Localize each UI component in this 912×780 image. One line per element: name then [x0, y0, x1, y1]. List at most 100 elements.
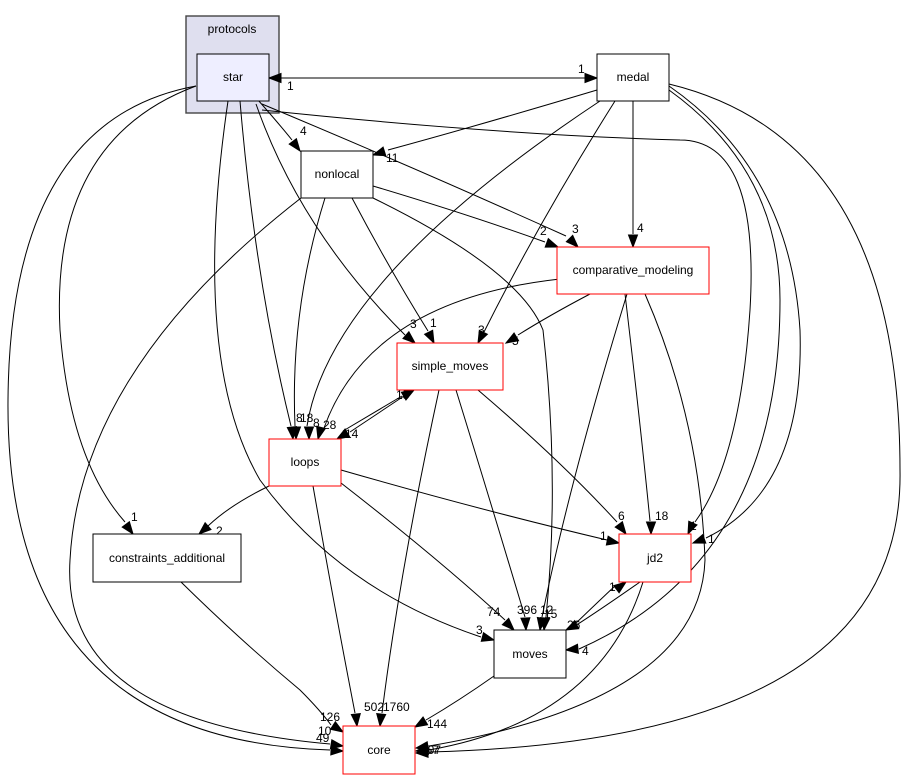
node-label: star: [223, 70, 243, 84]
edge-medal-to-simple-moves[interactable]: 3: [477, 100, 616, 345]
cluster-label: protocols: [208, 22, 257, 36]
node-label: nonlocal: [315, 167, 360, 181]
edge-label[interactable]: 144: [427, 717, 447, 731]
edge-label[interactable]: 5: [512, 334, 519, 348]
node-simple-moves[interactable]: simple_moves: [396, 342, 504, 391]
edge-medal-to-jd2[interactable]: 1: [668, 85, 801, 546]
node-label: constraints_additional: [109, 551, 225, 565]
edge-label[interactable]: 1: [430, 316, 437, 330]
edge-simple-moves-to-loops[interactable]: 14: [335, 391, 411, 441]
edge-label[interactable]: 1: [600, 529, 607, 543]
edge-constraints-additional-to-core[interactable]: 126: [180, 581, 345, 733]
arrowhead-icon: [612, 581, 628, 594]
edge-label[interactable]: 396: [517, 603, 537, 617]
node-medal[interactable]: medal: [596, 53, 670, 102]
edge-label[interactable]: 4: [637, 221, 644, 235]
edge-star-to-core[interactable]: 49: [7, 85, 345, 756]
edge-label[interactable]: 18: [655, 509, 669, 523]
edge-label[interactable]: 11: [386, 151, 399, 165]
edge-label[interactable]: 1: [690, 519, 697, 533]
edge-label[interactable]: 1: [131, 510, 138, 524]
edge-star-to-loops[interactable]: 8: [239, 100, 303, 441]
node-star[interactable]: star: [196, 53, 270, 102]
edge-nonlocal-to-simple-moves[interactable]: 1: [351, 197, 437, 345]
edge-label[interactable]: 126: [320, 710, 340, 724]
edge-label[interactable]: 1: [708, 532, 715, 546]
edge-label[interactable]: 74: [487, 605, 501, 619]
edge-label[interactable]: 2: [540, 224, 547, 238]
node-nonlocal[interactable]: nonlocal: [300, 150, 374, 199]
edge-label[interactable]: 1: [287, 79, 294, 93]
edge-label[interactable]: 1760: [383, 700, 410, 714]
edge-line: [306, 100, 601, 427]
edge-loops-to-core[interactable]: 502: [312, 485, 384, 728]
edge-nonlocal-to-comparative-modeling[interactable]: 2: [372, 185, 560, 248]
edge-label[interactable]: 18: [300, 411, 314, 425]
edge-label[interactable]: 3: [478, 323, 485, 337]
edge-label[interactable]: 4: [300, 124, 307, 138]
edge-loops-to-moves[interactable]: 74: [340, 482, 516, 632]
edge-medal-to-star[interactable]: 1: [267, 72, 294, 94]
node-label: loops: [291, 455, 320, 469]
edge-label[interactable]: 3: [476, 623, 483, 637]
node-comparative-modeling[interactable]: comparative_modeling: [556, 246, 710, 295]
edge-label[interactable]: 4: [582, 644, 589, 658]
edge-label[interactable]: 15: [396, 388, 410, 402]
edge-nonlocal-to-loops[interactable]: 18: [290, 197, 326, 441]
edge-label[interactable]: 14: [345, 427, 359, 441]
edge-label[interactable]: 502: [364, 700, 384, 714]
edge-star-to-nonlocal[interactable]: 4: [257, 99, 307, 153]
edge-star-to-simple-moves[interactable]: 3: [255, 103, 417, 344]
arrowhead-icon: [520, 617, 531, 632]
node-label: jd2: [646, 551, 663, 565]
arrowhead-icon: [413, 716, 429, 728]
edge-medal-to-moves[interactable]: 4: [564, 89, 781, 658]
arrowhead-icon: [402, 330, 417, 344]
edge-comparative-modeling-to-loops[interactable]: 28: [316, 278, 561, 441]
edge-label[interactable]: 257: [419, 743, 439, 757]
edge-label[interactable]: 15: [544, 607, 558, 621]
edge-loops-to-constraints-additional[interactable]: 2: [197, 485, 270, 538]
edge-label[interactable]: 8: [313, 416, 320, 430]
node-moves[interactable]: moves: [493, 629, 567, 679]
edge-label[interactable]: 1: [609, 580, 616, 594]
edge-simple-moves-to-core[interactable]: 1760: [376, 389, 440, 728]
edge-star-to-medal[interactable]: 1: [268, 62, 599, 84]
edge-label[interactable]: 28: [323, 418, 337, 432]
edge-loops-to-jd2[interactable]: 1: [340, 469, 621, 546]
edge-comparative-modeling-to-jd2[interactable]: 18: [624, 293, 669, 536]
edge-jd2-to-moves[interactable]: 26: [564, 581, 641, 632]
edge-label[interactable]: 3: [410, 317, 417, 331]
edge-loops-to-simple-moves[interactable]: 15: [342, 388, 416, 432]
edge-simple-moves-to-moves[interactable]: 396: [455, 389, 537, 632]
edge-line: [261, 109, 752, 523]
node-loops[interactable]: loops: [268, 438, 342, 487]
edge-label[interactable]: 26: [567, 618, 581, 632]
edge-medal-to-comparative-modeling[interactable]: 4: [627, 101, 645, 249]
edge-label[interactable]: 49: [316, 731, 330, 745]
edge-medal-to-nonlocal[interactable]: 11: [371, 89, 598, 165]
edge-star-to-constraints-additional[interactable]: 1: [58, 85, 197, 536]
node-core[interactable]: core: [342, 725, 416, 775]
edge-medal-to-loops[interactable]: 8: [303, 100, 601, 441]
edge-simple-moves-to-jd2[interactable]: 6: [477, 389, 627, 536]
edge-line: [668, 85, 801, 539]
edge-label[interactable]: 3: [572, 222, 579, 236]
edge-comparative-modeling-to-simple-moves[interactable]: 5: [504, 293, 591, 348]
node-jd2[interactable]: jd2: [618, 533, 692, 583]
edge-label[interactable]: 10: [318, 724, 332, 738]
node-constraints-additional[interactable]: constraints_additional: [92, 533, 242, 583]
edge-label[interactable]: 8: [296, 411, 303, 425]
edge-medal-to-core[interactable]: 257: [414, 83, 901, 758]
edge-star-to-moves[interactable]: 3: [214, 100, 496, 642]
node-box: [300, 150, 374, 199]
edge-star-to-comparative-modeling[interactable]: 3: [261, 103, 580, 249]
edge-label[interactable]: 2: [216, 524, 223, 538]
edge-label[interactable]: 6: [618, 509, 625, 523]
edge-line: [428, 83, 901, 753]
edge-moves-to-core[interactable]: 144: [413, 675, 495, 731]
edge-label[interactable]: 1: [578, 62, 585, 76]
edge-moves-to-jd2[interactable]: 1: [573, 580, 628, 626]
edge-star-to-jd2[interactable]: 1: [261, 109, 752, 536]
edge-nonlocal-to-moves[interactable]: 15: [372, 197, 558, 632]
